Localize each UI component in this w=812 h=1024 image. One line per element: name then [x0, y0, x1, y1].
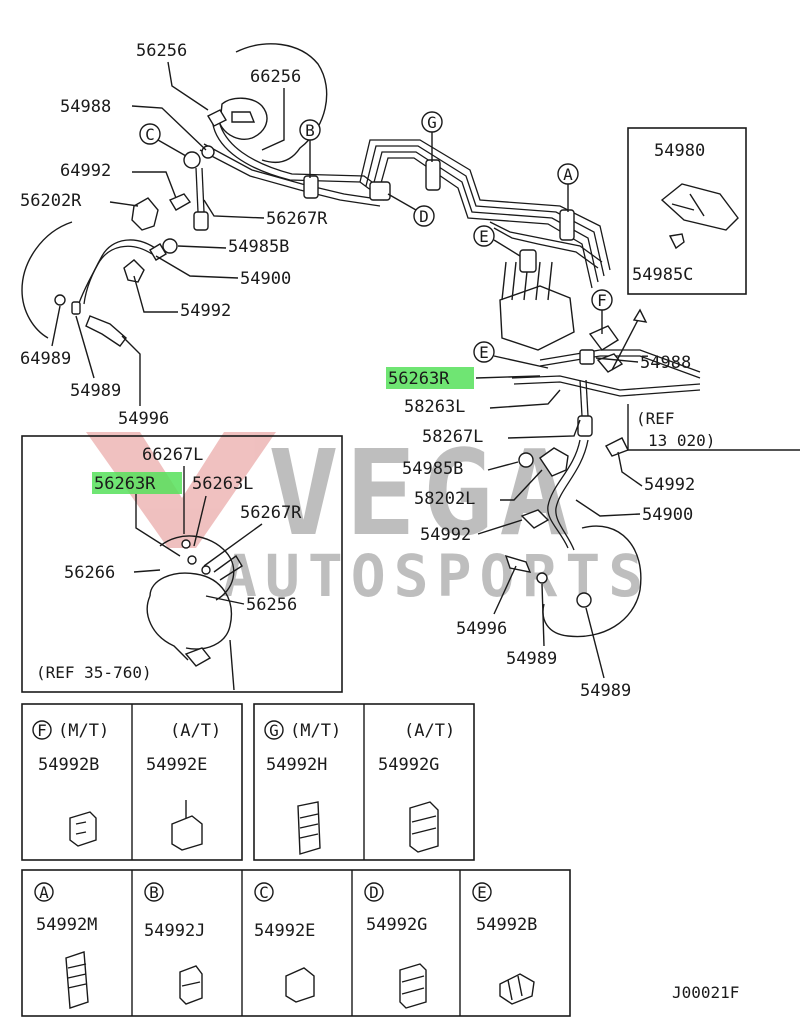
variant-box-g: G (M/T) (A/T) 54992H 54992G [253, 703, 475, 861]
svg-text:E: E [477, 883, 487, 902]
callout-d: D [387, 193, 435, 227]
label-54900-left: 54900 [240, 269, 291, 289]
inset-label-56263r: 56263R [94, 474, 156, 494]
e-part: 54992B [476, 915, 537, 935]
d-part: 54992G [366, 915, 427, 935]
g-mt-label: (M/T) [290, 721, 341, 741]
inset-ref: (REF 35-760) [36, 663, 152, 682]
svg-text:C: C [259, 883, 269, 902]
callout-g: G [421, 111, 443, 162]
label-54900-right: 54900 [642, 505, 693, 525]
g-mt-part: 54992H [266, 755, 327, 775]
label-54985b-left: 54985B [228, 237, 289, 257]
callout-c: C [139, 123, 187, 157]
main-brake-tubes [303, 139, 800, 638]
label-56202r: 56202R [20, 191, 82, 211]
f-at-label: (A/T) [170, 721, 221, 741]
label-56267r-top: 56267R [266, 209, 328, 229]
ref-13020-line2: 13 020) [648, 431, 715, 450]
variant-b: B 54992J [144, 882, 205, 1005]
variant-boxes-a-e: A 54992M B 54992J C 54992E D 54992G [21, 869, 571, 1017]
inset-box: 66267L 56263R 56263L 56267R 56266 56256 … [21, 435, 343, 693]
g-at-part: 54992G [378, 755, 439, 775]
label-54985b-right: 54985B [402, 459, 463, 479]
svg-text:F: F [597, 291, 607, 310]
label-64989: 64989 [20, 349, 71, 369]
inset-label-56267r: 56267R [240, 503, 302, 523]
variant-d: D 54992G [364, 882, 427, 1009]
svg-text:A: A [563, 165, 573, 184]
label-58263l: 58263L [404, 397, 465, 417]
label-58267l: 58267L [422, 427, 483, 447]
b-part: 54992J [144, 921, 205, 941]
label-54992-right: 54992 [644, 475, 695, 495]
label-54996-left: 54996 [118, 409, 169, 429]
highlight-56263r-inset [92, 472, 182, 494]
svg-text:B: B [149, 883, 159, 902]
svg-text:A: A [39, 883, 49, 902]
label-64992: 64992 [60, 161, 111, 181]
label-54989-left: 54989 [70, 381, 121, 401]
svg-text:F: F [37, 721, 47, 740]
svg-text:C: C [145, 125, 155, 144]
svg-text:E: E [479, 343, 489, 362]
svg-text:B: B [305, 121, 315, 140]
c-part: 54992E [254, 921, 315, 941]
svg-text:E: E [479, 227, 489, 246]
g-at-label: (A/T) [404, 721, 455, 741]
label-54989-right: 54989 [580, 681, 631, 701]
label-54992-left: 54992 [180, 301, 231, 321]
svg-text:D: D [419, 207, 429, 226]
left-wheel-assembly [21, 43, 385, 347]
a-part: 54992M [36, 915, 97, 935]
label-56256: 56256 [136, 41, 187, 61]
part-labels: 56256 66256 54988 64992 56202R 56267R 54… [20, 41, 715, 701]
label-58202l: 58202L [414, 489, 475, 509]
label-56263r-main: 56263R [388, 369, 450, 389]
f-mt-part: 54992B [38, 755, 99, 775]
callout-b: B [299, 119, 321, 178]
label-54996-right: 54996 [456, 619, 507, 639]
callout-e-top: E [473, 225, 521, 257]
variant-c: C 54992E [254, 882, 315, 1003]
inset-label-56263l: 56263L [192, 474, 253, 494]
label-54989-mid: 54989 [506, 649, 557, 669]
label-66256: 66256 [250, 67, 301, 87]
ref-13020-line1: (REF [636, 409, 675, 428]
svg-text:D: D [369, 883, 379, 902]
highlight-56263r-main [386, 367, 474, 389]
box-54980: 54980 54985C [627, 127, 747, 295]
variant-a: A 54992M [34, 882, 97, 1009]
label-54988-top: 54988 [60, 97, 111, 117]
inset-label-66267l: 66267L [142, 445, 203, 465]
inset-label-56256: 56256 [246, 595, 297, 615]
variant-e: E 54992B [472, 882, 537, 1005]
label-54980: 54980 [654, 141, 705, 161]
callouts: A B C D E E F [139, 111, 613, 369]
watermark-autosports: AUTOSPORTS [222, 542, 651, 610]
callout-a: A [557, 163, 579, 212]
variant-box-f: F (M/T) (A/T) 54992B 54992E [21, 703, 243, 861]
callout-e-bottom: E [473, 341, 549, 369]
inset-label-56266: 56266 [64, 563, 115, 583]
f-mt-label: (M/T) [58, 721, 109, 741]
label-54992-mid: 54992 [420, 525, 471, 545]
diagram-code: J00021F [672, 983, 739, 1002]
label-54988-right: 54988 [640, 353, 691, 373]
f-at-part: 54992E [146, 755, 207, 775]
label-54985c: 54985C [632, 265, 693, 285]
callout-f: F [591, 289, 613, 334]
watermark-chevron [86, 432, 276, 548]
svg-text:G: G [269, 721, 279, 740]
svg-text:G: G [427, 113, 437, 132]
